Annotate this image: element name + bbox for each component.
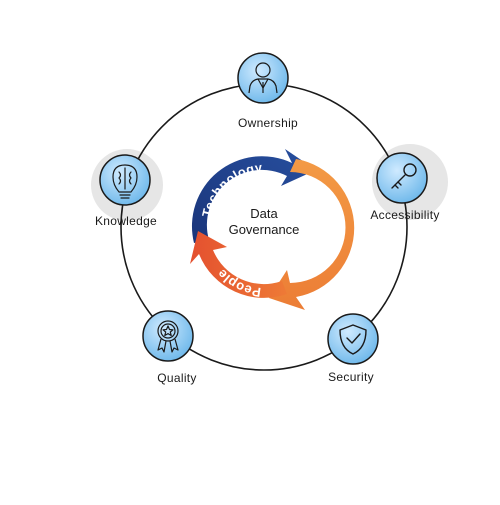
technology-arrow: [191, 149, 316, 243]
security-node[interactable]: [327, 313, 379, 365]
process-label: Process: [319, 199, 340, 259]
knowledge-label: Knowledge: [94, 214, 158, 228]
svg-text:Process: Process: [319, 199, 340, 259]
person-icon: [248, 62, 278, 94]
quality-label: Quality: [157, 371, 197, 385]
people-arrow: [190, 231, 287, 298]
people-label: People: [214, 266, 262, 300]
center-title-line2: Governance: [229, 222, 300, 237]
security-label: Security: [328, 370, 374, 384]
shield-check-icon: [339, 324, 367, 355]
svg-text:People: People: [214, 266, 262, 300]
process-arrow: [269, 159, 355, 310]
award-ribbon-icon: [157, 320, 179, 353]
ownership-node[interactable]: [237, 52, 289, 104]
accessibility-label: Accessibility: [370, 208, 440, 222]
ownership-label: Ownership: [237, 116, 299, 130]
accessibility-node[interactable]: [376, 152, 428, 204]
center-title-line1: Data: [250, 206, 278, 221]
quality-node[interactable]: [142, 310, 194, 362]
cycle-arrows: [190, 149, 355, 310]
key-icon: [391, 163, 417, 189]
knowledge-node[interactable]: [99, 154, 151, 206]
lightbulb-brain-icon: [112, 164, 138, 199]
